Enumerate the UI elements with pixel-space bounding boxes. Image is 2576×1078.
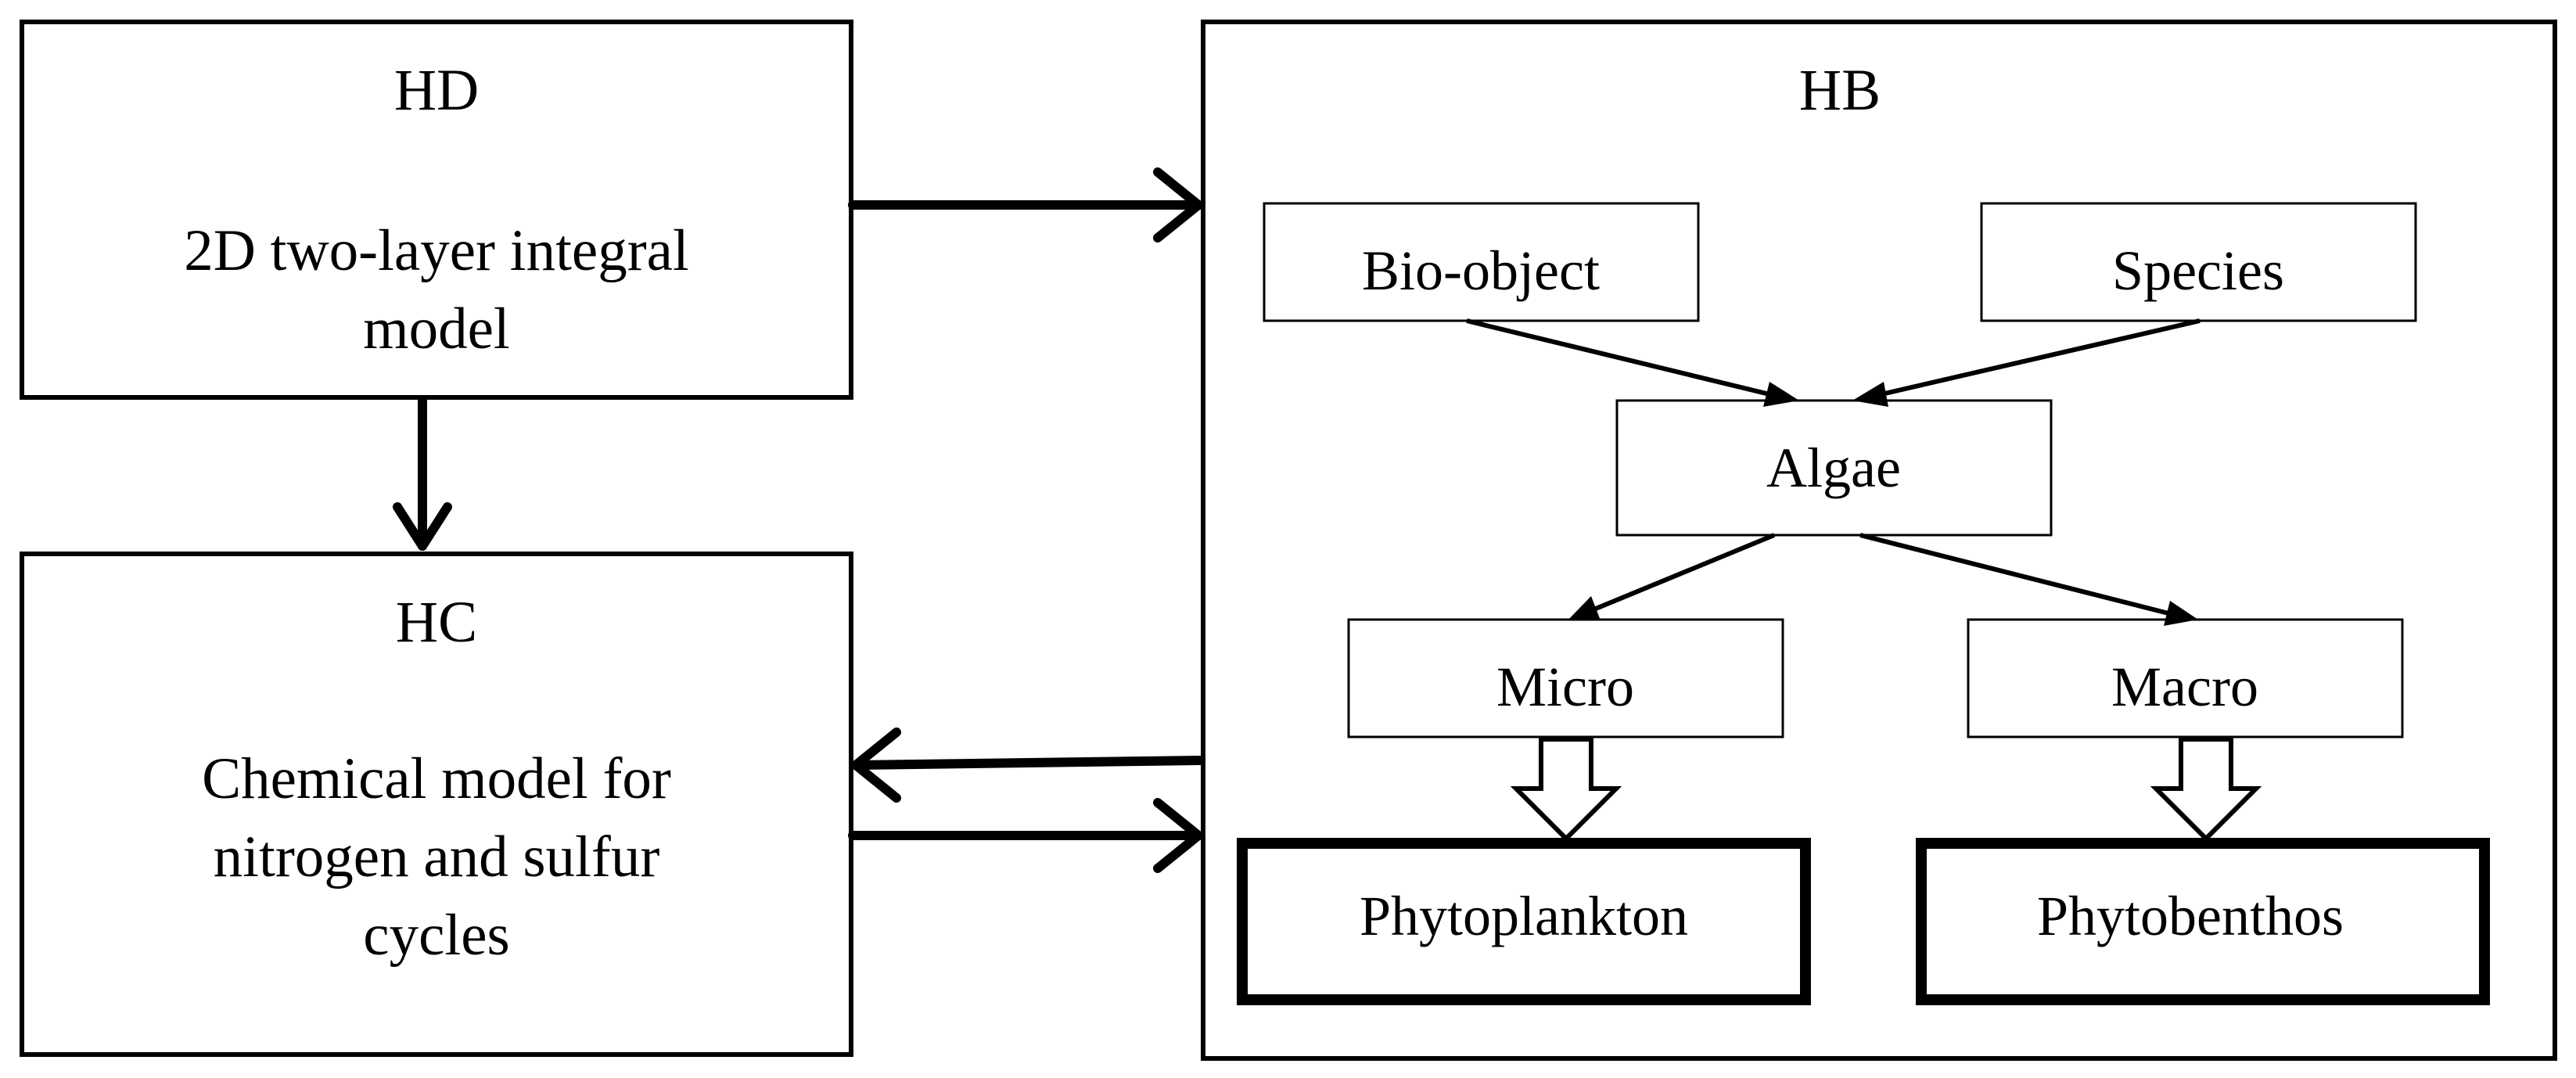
- phytobenthos-label: Phytobenthos: [2037, 885, 2344, 947]
- hd-description-line-2: model: [363, 296, 509, 361]
- phytoplankton-label: Phytoplankton: [1360, 885, 1688, 947]
- hb-internal-arrows: [1466, 318, 2201, 626]
- hc-description-line-3: cycles: [363, 903, 509, 968]
- arrow-hd-to-hb: [848, 167, 1203, 243]
- phytoplankton-box: [1237, 838, 1811, 1005]
- hb-block-arrows: [1510, 737, 2262, 843]
- hb-title: HB: [1799, 58, 1881, 123]
- arrow-algae-to-micro: [1568, 533, 1776, 620]
- arrow-hb-to-hc: [851, 728, 1205, 803]
- algae-label: Algae: [1766, 437, 1901, 499]
- micro-label: Micro: [1496, 656, 1634, 718]
- arrow-species-to-algae: [1852, 318, 2201, 407]
- hd-title: HD: [394, 58, 479, 123]
- block-arrow-micro-to-phytoplankton: [1510, 737, 1622, 843]
- bio-object-box: [1263, 202, 1700, 322]
- arrow-hc-to-hb: [848, 798, 1203, 873]
- hc-title: HC: [396, 590, 477, 655]
- species-label: Species: [2112, 239, 2284, 302]
- hc-description-line-2: nitrogen and sulfur: [214, 825, 660, 889]
- hd-module: HD 2D two-layer integral model: [20, 20, 853, 400]
- block-arrow-macro-to-phytobenthos: [2150, 737, 2262, 843]
- hd-box: [20, 20, 853, 400]
- arrow-hd-to-hc: [393, 396, 452, 551]
- phytobenthos-box: [1916, 838, 2490, 1005]
- macro-box: [1967, 618, 2404, 738]
- algae-box: [1615, 399, 2053, 537]
- module-connectors: [393, 167, 1205, 873]
- hd-description-line-1: 2D two-layer integral: [184, 218, 689, 283]
- micro-box: [1347, 618, 1784, 738]
- bio-object-label: Bio-object: [1362, 239, 1600, 302]
- arrow-algae-to-macro: [1859, 533, 2198, 626]
- macro-label: Macro: [2111, 656, 2258, 718]
- arrow-bio-object-to-algae: [1466, 318, 1799, 407]
- hc-description-line-1: Chemical model for: [202, 746, 671, 811]
- hc-module: HC Chemical model for nitrogen and sulfu…: [20, 552, 853, 1057]
- species-box: [1980, 202, 2417, 322]
- hc-box: [20, 552, 853, 1057]
